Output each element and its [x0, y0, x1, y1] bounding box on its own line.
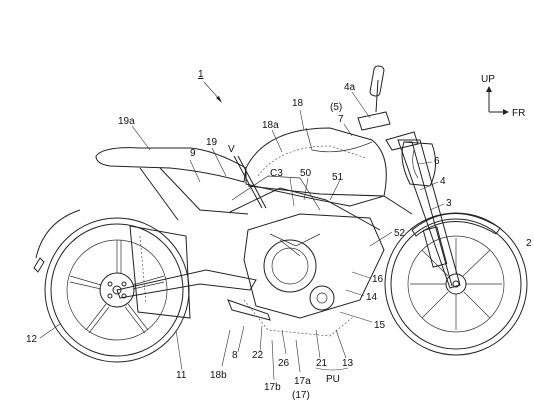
footrest: [227, 299, 271, 321]
label-17b: 17b: [264, 382, 281, 393]
front-fender: [411, 213, 501, 237]
muffler: [129, 225, 191, 319]
engine: [243, 213, 385, 337]
rear-fender: [35, 209, 81, 259]
headlight-assembly: [385, 131, 436, 187]
label-50: 50: [300, 168, 312, 179]
label-19a: 19a: [118, 116, 135, 127]
front-wheel: [384, 212, 528, 356]
label-c3: C3: [270, 168, 283, 179]
up-label: UP: [481, 74, 495, 85]
label-21: 21: [316, 358, 328, 369]
main-frame: [247, 185, 413, 215]
fr-label: FR: [512, 108, 525, 119]
label-19: 19: [206, 137, 218, 148]
label-18b: 18b: [210, 370, 227, 381]
label-17-paren: (17): [292, 390, 310, 401]
label-11: 11: [176, 370, 187, 381]
view-marker: V: [228, 144, 267, 209]
view-v-label: V: [228, 144, 235, 155]
label-7: 7: [338, 114, 344, 125]
main-reference: 1: [198, 69, 222, 103]
direction-indicator: UP FR: [481, 74, 525, 119]
label-9: 9: [190, 148, 196, 159]
label-4: 4: [440, 176, 446, 187]
label-5: (5): [330, 102, 342, 113]
label-pu: PU: [326, 374, 340, 385]
label-12: 12: [26, 334, 38, 345]
leader-lines: [39, 91, 445, 381]
handlebar-mirror: [357, 65, 391, 131]
label-14: 14: [366, 292, 378, 303]
label-2: 2: [526, 238, 532, 249]
label-4a: 4a: [344, 82, 356, 93]
label-6: 6: [434, 156, 440, 167]
label-17a: 17a: [294, 376, 311, 387]
seat: [95, 147, 247, 183]
label-26: 26: [278, 358, 290, 369]
label-16: 16: [372, 274, 384, 285]
label-51: 51: [332, 172, 344, 183]
rear-frame: [159, 167, 249, 215]
label-18: 18: [292, 98, 304, 109]
swingarm: [116, 269, 257, 299]
reference-labels: 19a 18 18a 4a (5) 7 9 19 C3 50 51 6 4 3 …: [26, 82, 532, 401]
label-52: 52: [394, 228, 406, 239]
label-8: 8: [232, 350, 238, 361]
label-3: 3: [446, 198, 452, 209]
label-15: 15: [374, 320, 386, 331]
label-13: 13: [342, 358, 354, 369]
fuel-tank: [245, 127, 387, 207]
label-22: 22: [252, 350, 264, 361]
ref-1-label: 1: [198, 69, 204, 80]
label-18a: 18a: [262, 120, 279, 131]
